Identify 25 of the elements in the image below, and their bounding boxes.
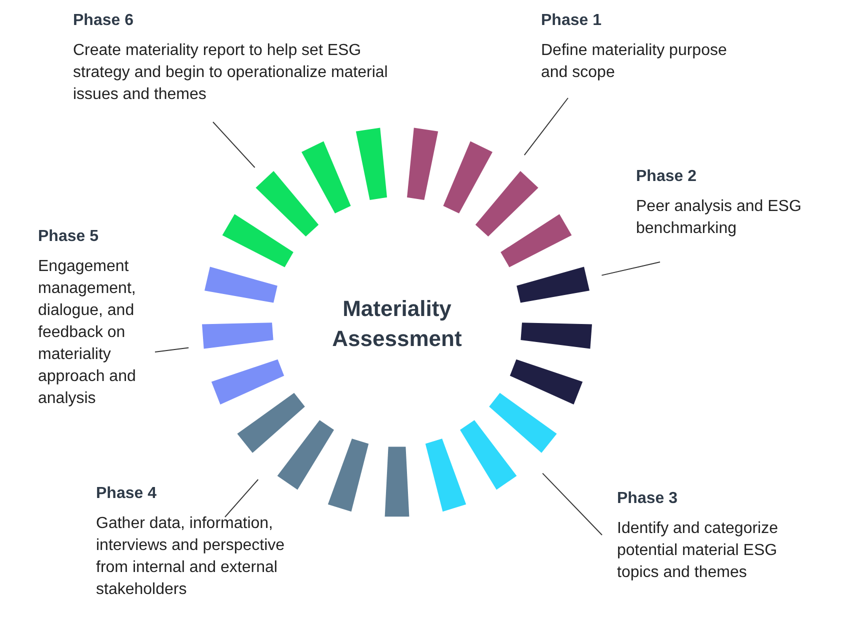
leader-line xyxy=(524,98,568,156)
phase-description: Peer analysis and ESG benchmarking xyxy=(636,197,802,239)
phase-heading: Phase 2 xyxy=(636,168,696,186)
phase-description: Gather data, information, interviews and perspective from internal and external stakeholders xyxy=(96,514,286,600)
leader-line xyxy=(601,262,660,276)
leader-line xyxy=(542,472,602,536)
phase-heading: Phase 6 xyxy=(73,12,134,30)
phase-heading: Phase 5 xyxy=(38,228,98,246)
phase-heading: Phase 1 xyxy=(541,12,602,30)
ring-segment-group xyxy=(407,128,572,268)
phase-description: Engagement management, dialogue, and feedback on materiality approach and analysis xyxy=(38,257,137,409)
ring-segment-group xyxy=(237,392,410,517)
ring-segment-group xyxy=(510,266,592,404)
ring-segment-group xyxy=(202,266,284,404)
ring-segment-group xyxy=(222,128,387,268)
leader-line xyxy=(154,347,190,352)
phase-description: Create materiality report to help set ESG strategy and begin to operationalize material issues and themes xyxy=(73,41,389,105)
phase-heading: Phase 3 xyxy=(617,490,678,508)
phase-heading: Phase 4 xyxy=(96,485,156,503)
diagram-title: Materiality Assessment xyxy=(331,295,463,353)
ring-segment-group xyxy=(425,392,557,512)
phase-description: Identify and categorize potential material ESG topics and themes xyxy=(617,519,779,583)
leader-line xyxy=(212,122,256,168)
leader-line xyxy=(224,479,259,518)
phase-description: Define materiality purpose and scope xyxy=(541,41,728,83)
